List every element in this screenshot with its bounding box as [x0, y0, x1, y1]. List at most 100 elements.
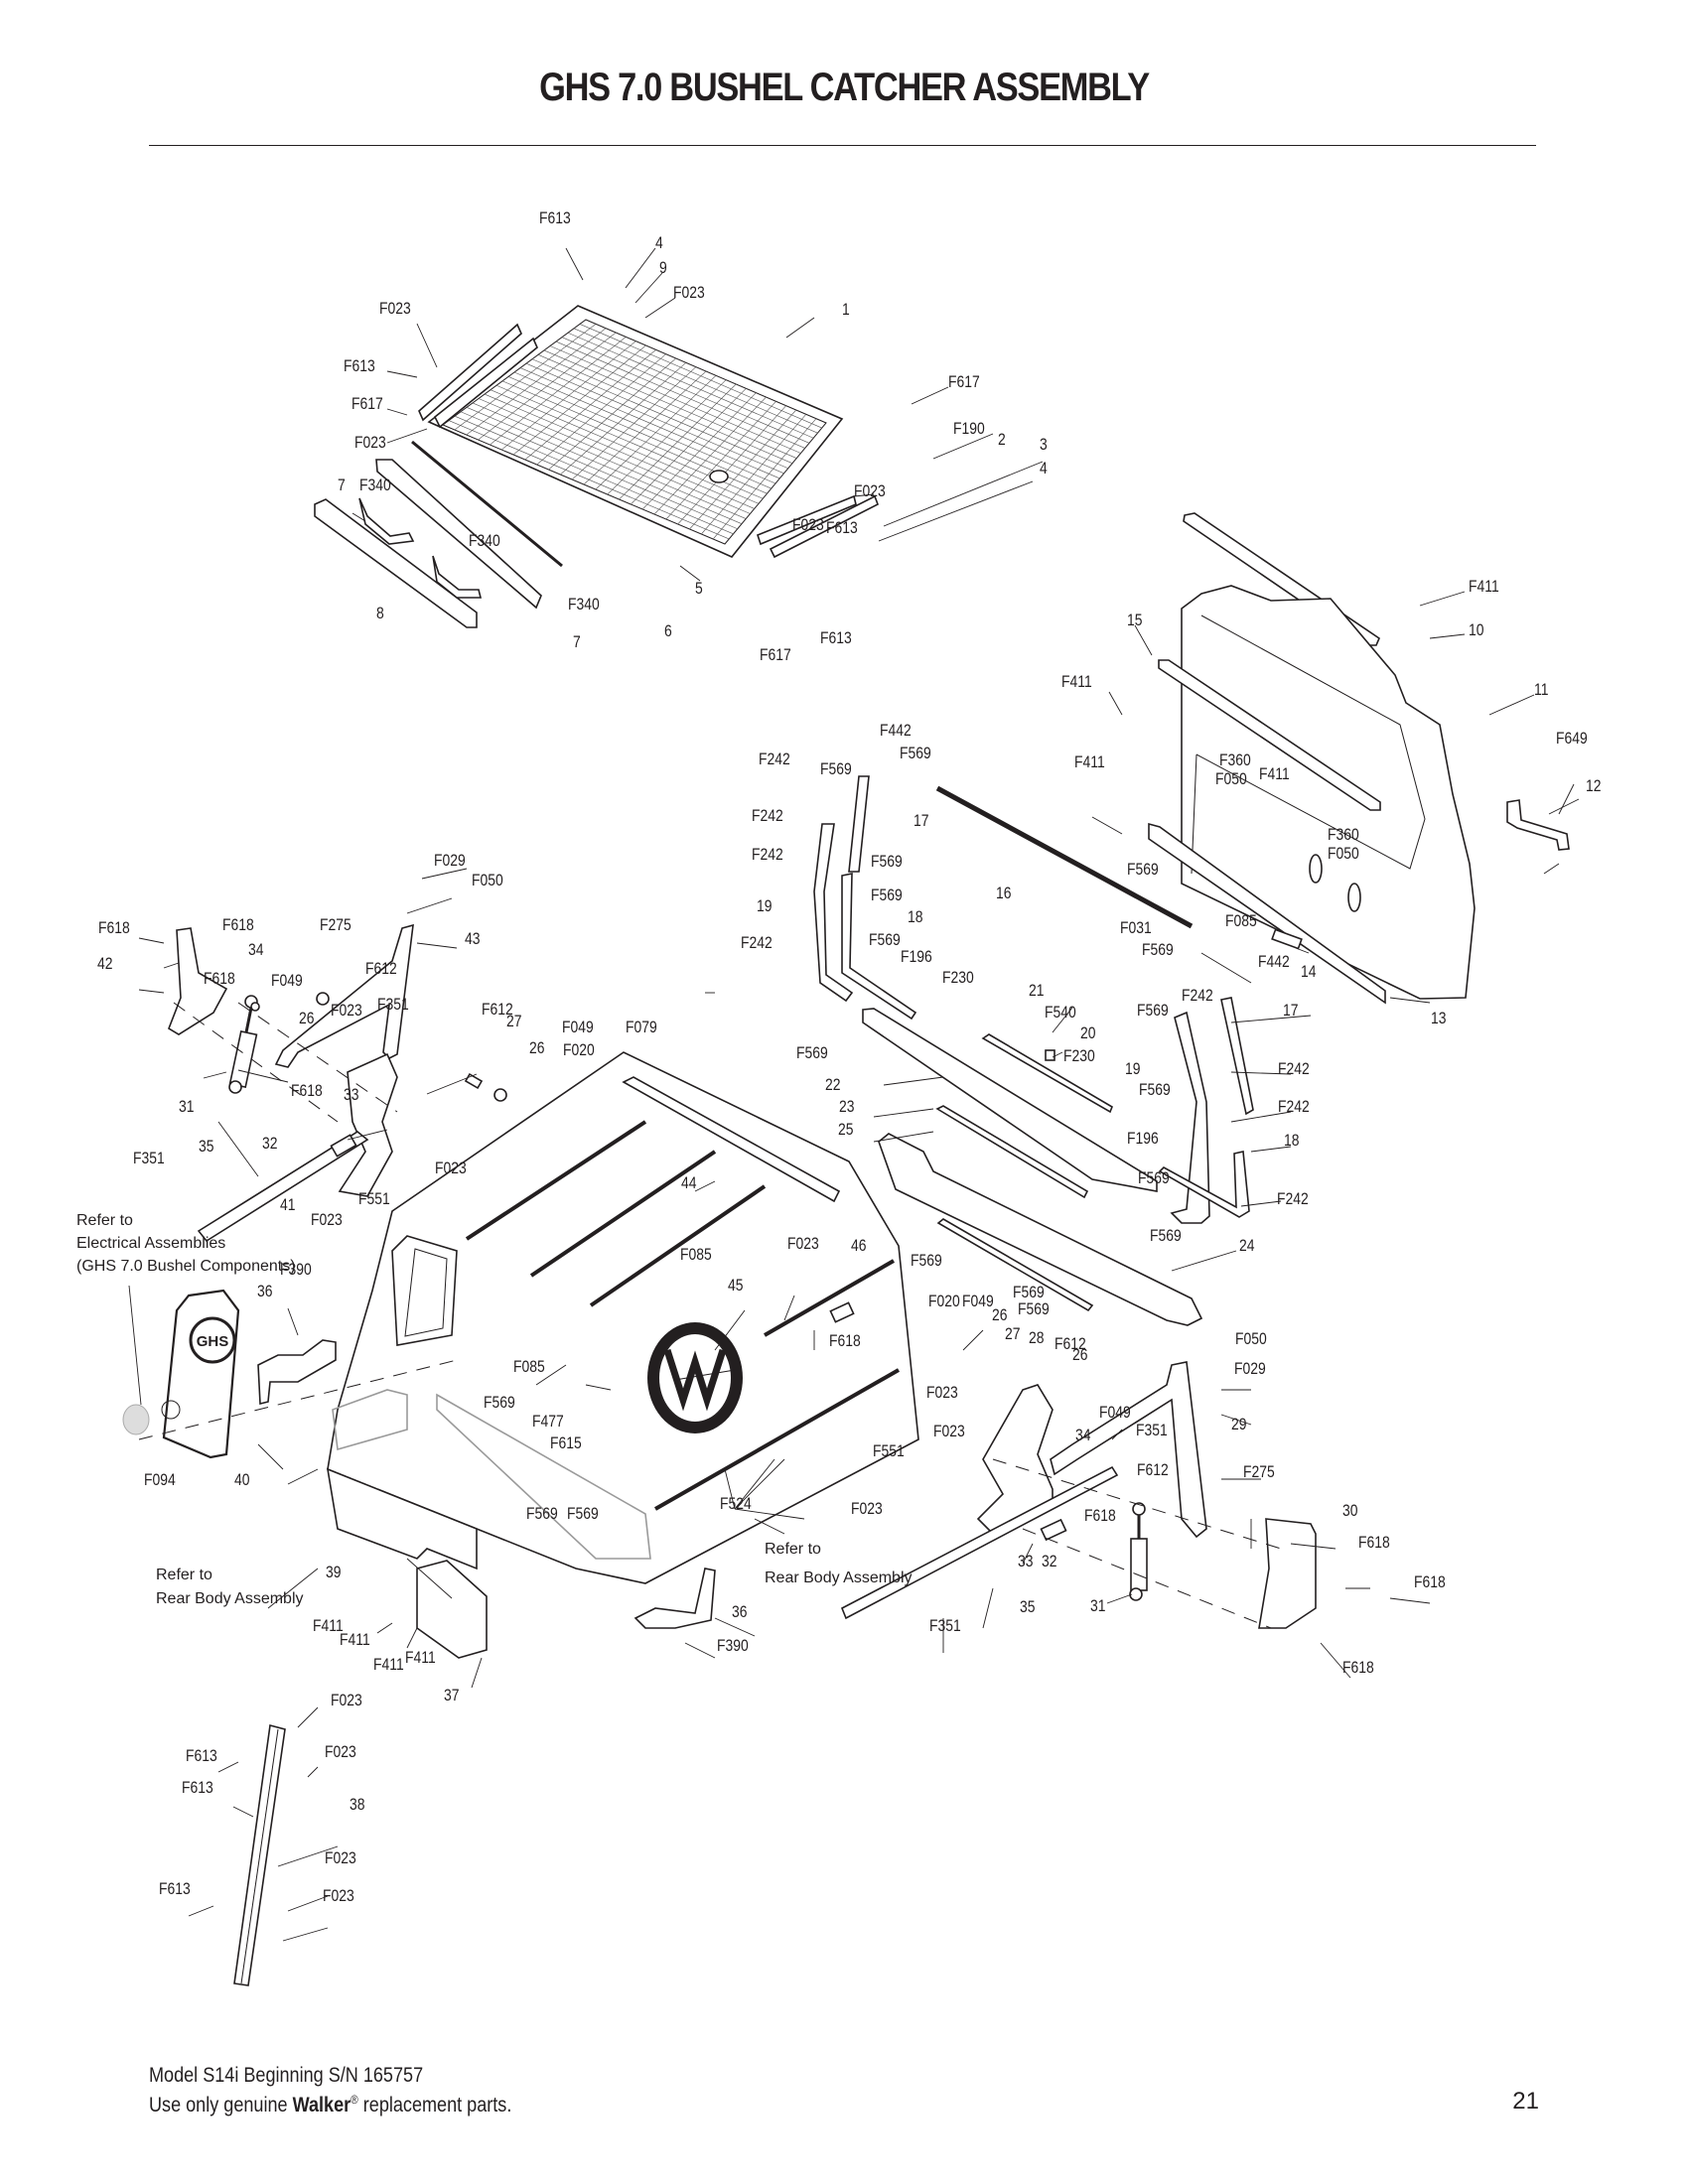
callout-label: F612: [482, 1001, 513, 1020]
callout-label: F618: [1342, 1659, 1374, 1678]
part-11-back-panel: [1181, 585, 1476, 1000]
callout-label: F569: [911, 1252, 942, 1271]
callout-label: F569: [796, 1044, 828, 1063]
callout-label: F524: [720, 1495, 752, 1514]
callout-label: F020: [928, 1293, 960, 1311]
callout-label: F618: [1358, 1534, 1390, 1553]
part-23-strip: [935, 1105, 1089, 1199]
part-35-rail-right: [840, 1465, 1119, 1620]
callout-label: F023: [311, 1211, 343, 1230]
callout-label: 26: [299, 1010, 314, 1028]
part-30-bracket: [1258, 1518, 1317, 1629]
callout-label: F615: [550, 1434, 582, 1453]
callout-label: 19: [1125, 1060, 1140, 1079]
callout-label: 18: [908, 908, 922, 927]
callout-label: F613: [539, 209, 571, 228]
part-2-bumper: [709, 470, 729, 483]
callout-label: 3: [1040, 436, 1048, 455]
callout-label: F411: [373, 1656, 404, 1675]
callout-label: 13: [1431, 1010, 1446, 1028]
callout-label: F242: [1278, 1060, 1310, 1079]
part-36-handle-left: [257, 1339, 337, 1406]
callout-label: F242: [752, 846, 783, 865]
callout-label: F023: [926, 1384, 958, 1403]
callout-label: F242: [1182, 987, 1213, 1006]
callout-label: F023: [933, 1423, 965, 1441]
callout-label: 31: [179, 1098, 194, 1117]
callout-label: F613: [826, 519, 858, 538]
callout-label: 7: [338, 477, 346, 495]
part-43-lift-arm: [274, 923, 414, 1068]
callout-label: F613: [186, 1747, 217, 1766]
footer-suffix: replacement parts.: [357, 2094, 512, 2116]
callout-label: F050: [1235, 1330, 1267, 1349]
part-20-spacer: [1045, 1049, 1055, 1061]
footer-prefix: Use only genuine: [149, 2094, 293, 2116]
callout-label: F023: [851, 1500, 883, 1519]
part-7-clip: [358, 497, 415, 545]
note-rear-body-left: Refer to Rear Body Assembly: [156, 1567, 304, 1607]
part-14-bracket: [1271, 928, 1303, 950]
callout-label: F085: [680, 1246, 712, 1265]
part-25-strip: [936, 1218, 1094, 1312]
part-37-bracket: [416, 1560, 488, 1659]
callout-label: 8: [376, 605, 384, 623]
callout-label: F569: [526, 1505, 558, 1524]
callout-label: F196: [901, 948, 932, 967]
callout-label: F618: [1084, 1507, 1116, 1526]
callout-label: F049: [271, 972, 303, 991]
callout-label: F023: [792, 516, 824, 535]
callout-label: F411: [1469, 578, 1499, 597]
callout-label: 35: [199, 1138, 213, 1157]
part-31-gas-strut-right: [1129, 1502, 1148, 1601]
callout-label: 21: [1029, 982, 1044, 1001]
callout-label: F618: [222, 916, 254, 935]
callout-label: F617: [948, 373, 980, 392]
callout-label: F360: [1219, 751, 1251, 770]
callout-label: 44: [681, 1174, 697, 1193]
callout-label: 46: [851, 1237, 866, 1256]
callout-label: 41: [280, 1196, 295, 1215]
callout-label: F079: [626, 1019, 657, 1037]
callout-label: F085: [513, 1358, 545, 1377]
callout-label: F230: [942, 969, 974, 988]
part-6-block: [375, 459, 542, 610]
part-17-bracket-right: [1220, 997, 1254, 1116]
callout-label: F613: [344, 357, 375, 376]
callout-label: 38: [350, 1796, 364, 1815]
footer-model-line: Model S14i Beginning S/N 165757: [149, 2064, 424, 2087]
callout-label: F618: [829, 1332, 861, 1351]
right-lift-arm-assembly: [840, 1361, 1317, 1629]
callout-label: 24: [1239, 1237, 1255, 1256]
callout-label: F649: [1556, 730, 1588, 749]
callout-label: 22: [825, 1076, 840, 1095]
part-19-bracket-left: [813, 823, 854, 1003]
callout-label: F612: [1055, 1335, 1086, 1354]
callout-label: F023: [325, 1743, 356, 1762]
part-15-angle: [1158, 659, 1381, 811]
callout-label: F618: [204, 970, 235, 989]
part-35-rail: [197, 1131, 369, 1243]
callout-label: 16: [996, 885, 1011, 903]
callout-label: F569: [484, 1394, 515, 1413]
part-16-bar: [935, 785, 1194, 929]
callout-label: F569: [1139, 1081, 1171, 1100]
callout-label: F569: [820, 760, 852, 779]
callout-label: F569: [1150, 1227, 1182, 1246]
callout-label: 31: [1090, 1597, 1105, 1616]
part-21-strip: [981, 1033, 1113, 1114]
svg-text:GHS: GHS: [197, 1333, 229, 1350]
callout-label: F351: [929, 1617, 961, 1636]
callout-label: F617: [352, 395, 383, 414]
part-5-strip: [411, 440, 563, 568]
callout-label: 17: [914, 812, 928, 831]
callout-label: F612: [365, 960, 397, 979]
callout-label: F023: [435, 1160, 467, 1178]
callout-label: F360: [1328, 826, 1359, 845]
title-divider: [149, 145, 1536, 146]
left-lift-arm-assembly: [168, 923, 507, 1243]
callout-label: F477: [532, 1413, 564, 1432]
part-26-bushing: [493, 1088, 507, 1102]
